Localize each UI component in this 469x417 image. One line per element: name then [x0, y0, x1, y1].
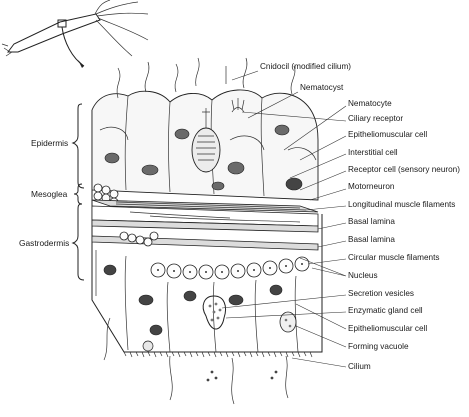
leader-lines [221, 70, 347, 368]
label-circular-muscle-filaments: Circular muscle filaments [348, 253, 439, 262]
label-receptor-cell: Receptor cell (sensory neuron) [348, 165, 460, 174]
label-ciliary-receptor: Ciliary receptor [348, 114, 403, 123]
label-basal-lamina-2: Basal lamina [348, 235, 395, 244]
label-nematocyst: Nematocyst [300, 83, 344, 92]
label-motorneuron: Motorneuron [348, 182, 395, 191]
label-nematocyte: Nematocyte [348, 99, 392, 108]
hydra-inset-drawing [1, 0, 149, 68]
label-epitheliomuscular-cell-bottom: Epitheliomuscular cell [348, 324, 427, 333]
label-basal-lamina-1: Basal lamina [348, 217, 395, 226]
label-forming-vacuole: Forming vacuole [348, 342, 409, 351]
layer-label-gastrodermis: Gastrodermis [19, 238, 69, 248]
label-nucleus: Nucleus [348, 271, 378, 280]
label-secretion-vesicles: Secretion vesicles [348, 289, 414, 298]
tissue-block-drawing [91, 57, 323, 405]
layer-label-mesoglea: Mesoglea [31, 189, 68, 199]
label-interstitial-cell: Interstitial cell [348, 148, 398, 157]
label-enzymatic-gland-cell: Enzymatic gland cell [348, 306, 423, 315]
layer-braces [71, 103, 85, 281]
label-longitudinal-muscle-filaments: Longitudinal muscle filaments [348, 200, 455, 209]
layer-label-epidermis: Epidermis [31, 138, 68, 148]
label-cnidocil: Cnidocil (modified cilium) [260, 62, 351, 71]
label-epitheliomuscular-cell-top: Epitheliomuscular cell [348, 130, 427, 139]
label-cilium: Cilium [348, 362, 371, 371]
